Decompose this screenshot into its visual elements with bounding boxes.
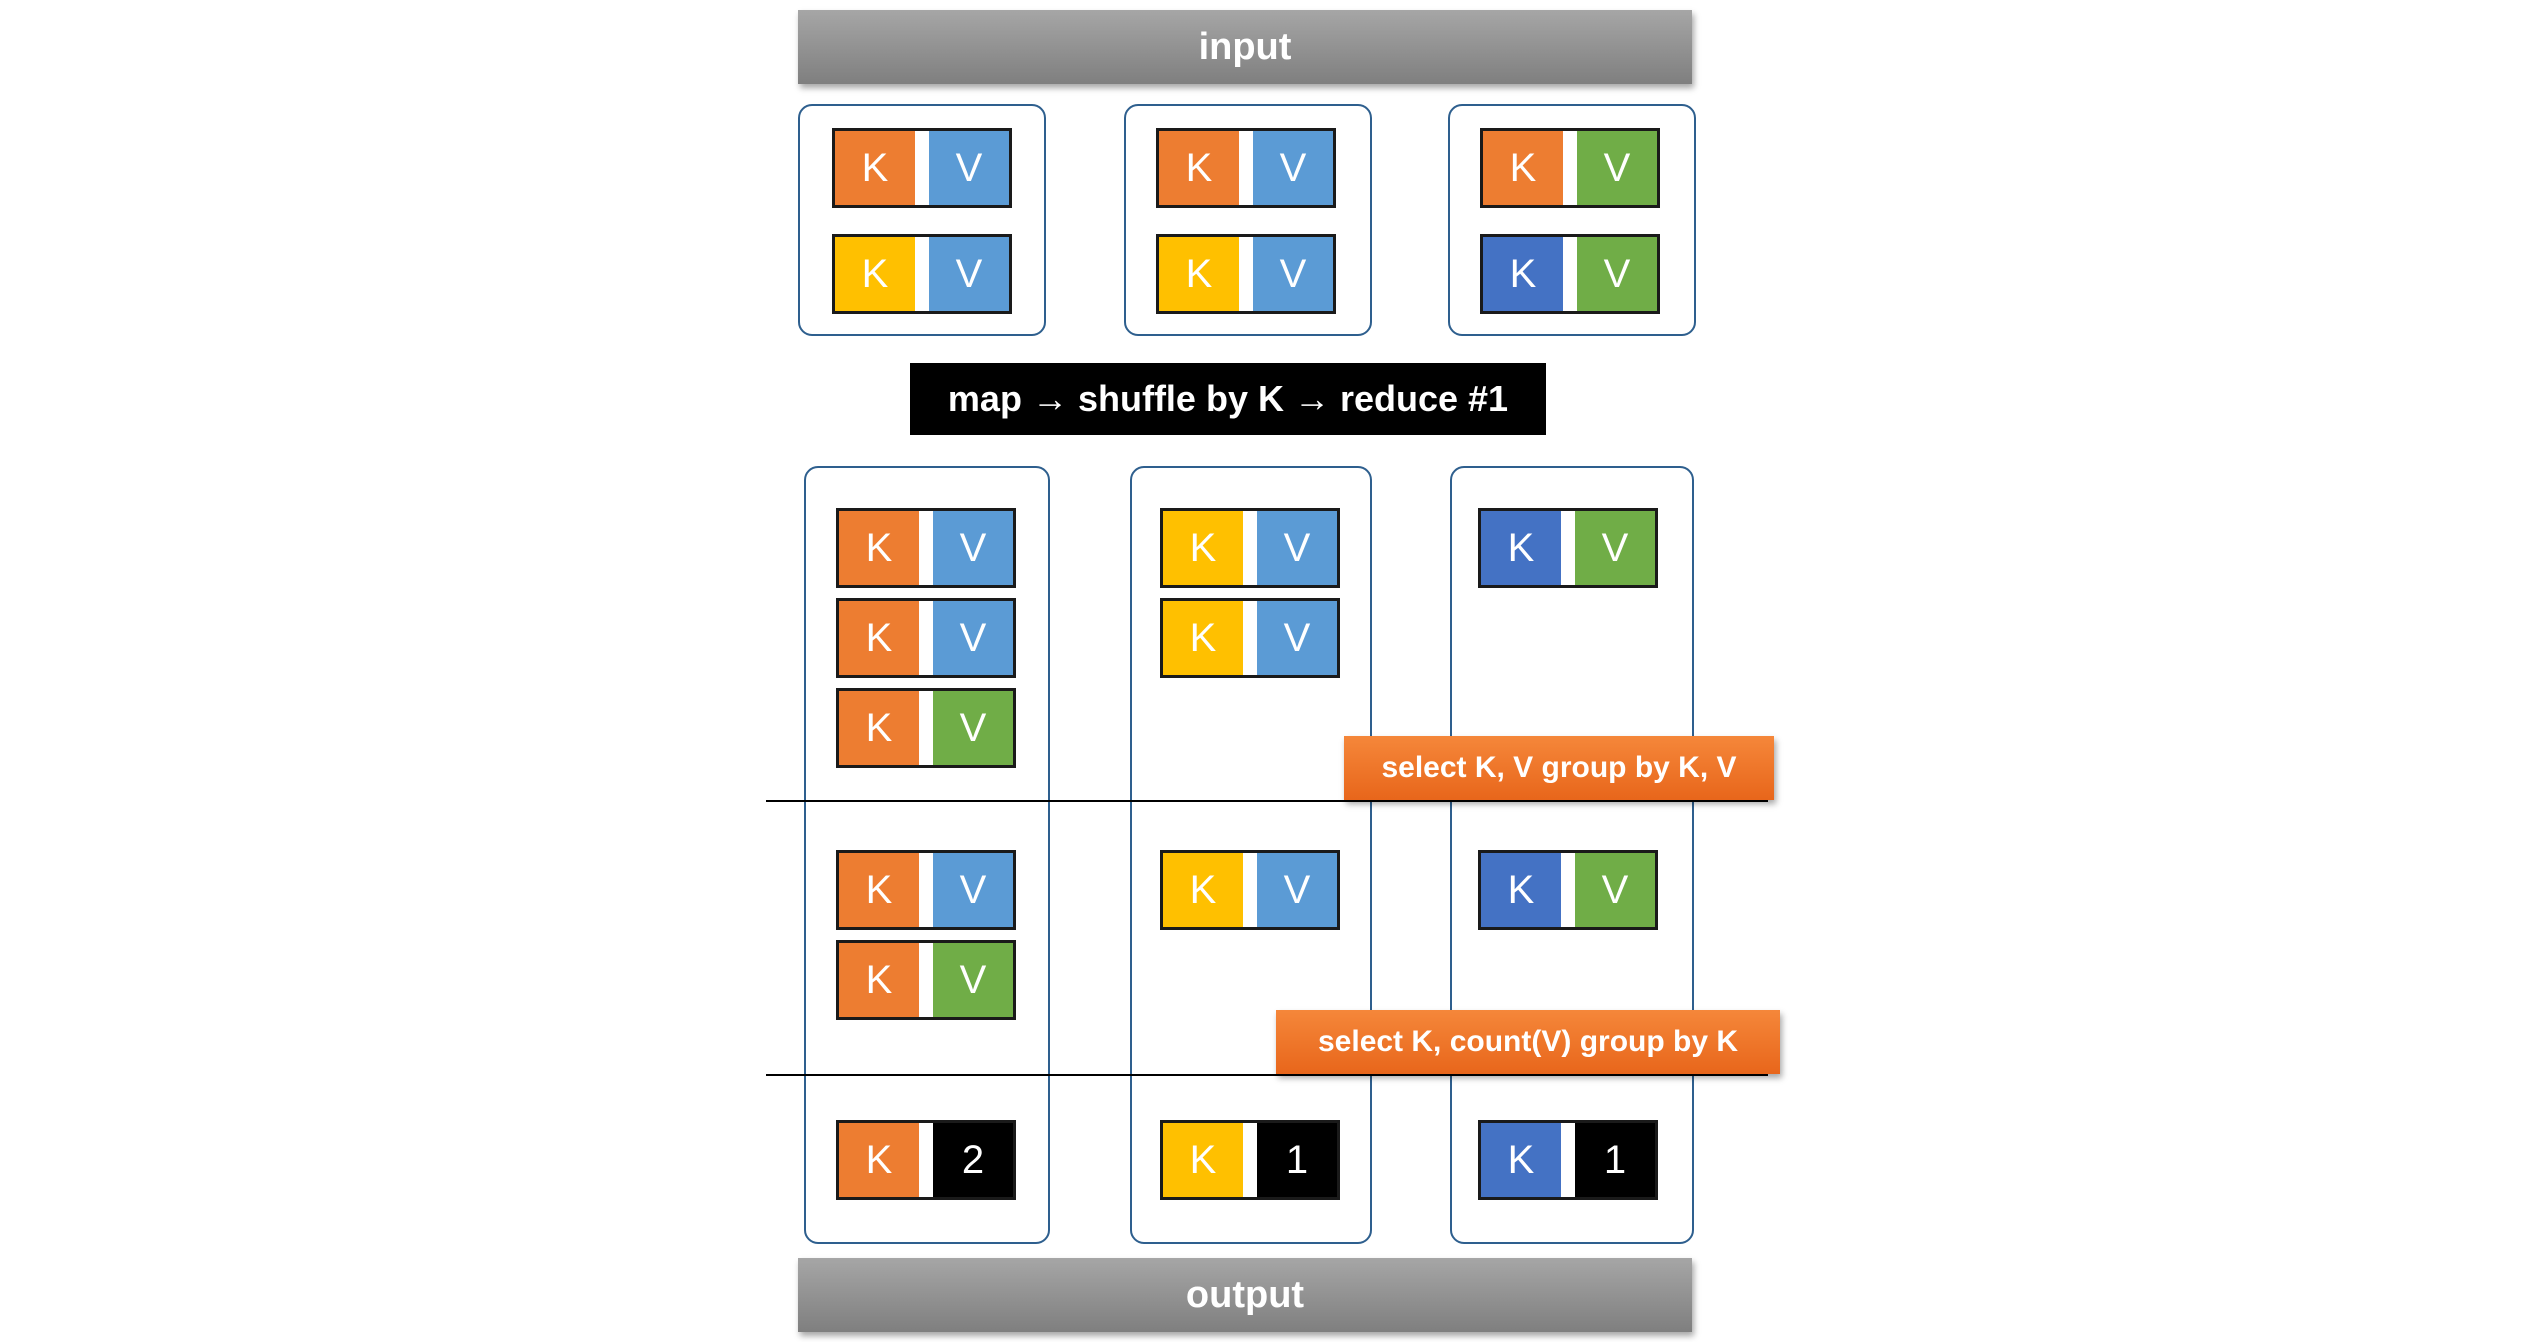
pair-divider [915, 131, 929, 205]
stage-separator-2 [766, 1074, 1768, 1076]
distinct-operation-label: select K, V group by K, V [1381, 751, 1737, 784]
map-shuffle-reduce-step: map → shuffle by K → reduce #1 [910, 363, 1546, 435]
key-cell: K [839, 943, 919, 1017]
key-cell: K [1481, 511, 1561, 585]
output-banner: output [798, 1258, 1692, 1332]
pair-divider [1243, 1123, 1257, 1197]
key-cell: K [1163, 511, 1243, 585]
value-cell: V [1257, 853, 1337, 927]
key-cell: K [839, 1123, 919, 1197]
pair-divider [919, 943, 933, 1017]
value-cell: V [1257, 601, 1337, 675]
pair-divider [1243, 853, 1257, 927]
value-cell: 1 [1575, 1123, 1655, 1197]
value-cell: V [929, 131, 1009, 205]
key-cell: K [839, 853, 919, 927]
key-cell: K [1163, 1123, 1243, 1197]
pair-divider [915, 237, 929, 311]
pair-divider [1561, 853, 1575, 927]
key-cell: K [1483, 237, 1563, 311]
key-cell: K [839, 601, 919, 675]
pair-divider [1243, 601, 1257, 675]
value-cell: 1 [1257, 1123, 1337, 1197]
pair-divider [1239, 131, 1253, 205]
value-cell: V [933, 853, 1013, 927]
key-cell: K [1163, 853, 1243, 927]
value-cell: V [933, 601, 1013, 675]
value-cell: V [1575, 511, 1655, 585]
input-label: input [1198, 25, 1292, 68]
key-cell: K [1159, 237, 1239, 311]
key-cell: K [1163, 601, 1243, 675]
key-cell: K [835, 237, 915, 311]
value-cell: V [933, 511, 1013, 585]
input-banner: input [798, 10, 1692, 84]
pair-divider [919, 1123, 933, 1197]
count-operation-note: select K, count(V) group by K [1276, 1010, 1780, 1074]
pair-divider [1561, 511, 1575, 585]
pair-divider [1563, 237, 1577, 311]
value-cell: V [1577, 237, 1657, 311]
key-cell: K [1481, 853, 1561, 927]
pair-divider [919, 601, 933, 675]
key-cell: K [1481, 1123, 1561, 1197]
value-cell: V [1257, 511, 1337, 585]
value-cell: V [933, 691, 1013, 765]
output-label: output [1185, 1273, 1305, 1316]
stage-separator-1 [766, 800, 1768, 802]
key-cell: K [839, 511, 919, 585]
pair-divider [1243, 511, 1257, 585]
pair-divider [919, 853, 933, 927]
pair-divider [1561, 1123, 1575, 1197]
distinct-operation-note: select K, V group by K, V [1344, 736, 1774, 800]
key-cell: K [839, 691, 919, 765]
key-cell: K [1483, 131, 1563, 205]
pair-divider [919, 511, 933, 585]
count-operation-label: select K, count(V) group by K [1317, 1025, 1739, 1058]
value-cell: V [929, 237, 1009, 311]
value-cell: V [1253, 131, 1333, 205]
value-cell: V [933, 943, 1013, 1017]
key-cell: K [1159, 131, 1239, 205]
value-cell: V [1253, 237, 1333, 311]
value-cell: 2 [933, 1123, 1013, 1197]
value-cell: V [1577, 131, 1657, 205]
key-cell: K [835, 131, 915, 205]
step-label: map → shuffle by K → reduce #1 [947, 378, 1509, 419]
pair-divider [1239, 237, 1253, 311]
pair-divider [1563, 131, 1577, 205]
pair-divider [919, 691, 933, 765]
value-cell: V [1575, 853, 1655, 927]
